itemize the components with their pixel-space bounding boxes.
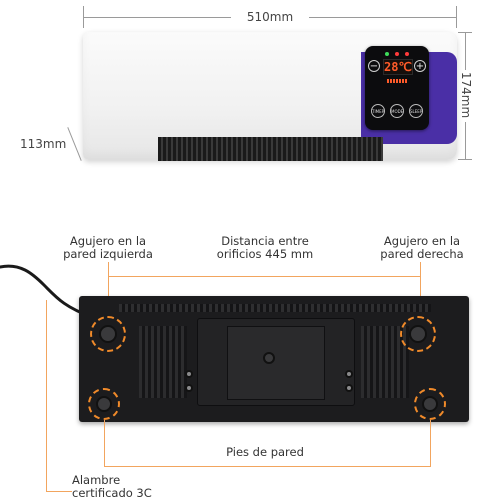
- depth-label: 113mm: [20, 137, 67, 151]
- screw-3: [345, 370, 353, 378]
- wire-label: Alambre certificado 3C: [72, 474, 172, 500]
- screw-1: [185, 370, 193, 378]
- distance-tick-left: [108, 270, 109, 284]
- screw-2: [185, 384, 193, 392]
- air-outlet-grille: [158, 137, 383, 161]
- left-hole-label: Agujero en la pared izquierda: [58, 235, 158, 261]
- control-panel: − 28℃ + TIMER MODE SLEEP: [365, 46, 429, 130]
- wire-label-line2: certificado 3C: [72, 486, 152, 500]
- minus-button[interactable]: −: [368, 60, 380, 72]
- center-plate: [227, 326, 325, 400]
- depth-dimension: 113mm: [20, 124, 92, 164]
- right-hole-label-line2: pared derecha: [380, 247, 464, 261]
- right-hole-label: Agujero en la pared derecha: [372, 235, 472, 261]
- power-cord: [0, 264, 94, 319]
- left-wall-hole: [99, 325, 117, 343]
- top-vent-strip: [119, 304, 431, 312]
- left-wall-foot: [96, 396, 112, 412]
- wall-feet-label: Pies de pared: [226, 445, 304, 459]
- height-label: 174mm: [459, 71, 473, 119]
- right-wall-foot: [422, 396, 438, 412]
- heater-back: [79, 296, 469, 422]
- left-vent-grid: [139, 326, 187, 398]
- screw-4: [345, 384, 353, 392]
- left-foot-leader: [104, 420, 105, 466]
- sleep-button[interactable]: SLEEP: [409, 104, 423, 118]
- wire-label-line1: Alambre: [72, 473, 121, 487]
- status-led-red-2: [405, 52, 409, 56]
- right-wall-hole: [409, 325, 427, 343]
- wire-leader-horizontal: [46, 491, 72, 492]
- status-led-green: [385, 52, 389, 56]
- width-line-left: [83, 17, 231, 18]
- width-dimension: 510mm: [83, 4, 457, 30]
- level-indicator: [387, 79, 407, 83]
- right-hole-label-line1: Agujero en la: [383, 234, 461, 248]
- depth-line: [67, 127, 82, 161]
- width-line-right: [309, 17, 457, 18]
- height-line-bottom: [465, 122, 466, 160]
- left-hole-label-line1: Agujero en la: [69, 234, 147, 248]
- status-led-red-1: [395, 52, 399, 56]
- wire-leader-vertical: [46, 300, 47, 492]
- right-wall-hole-highlight: [400, 316, 436, 352]
- wall-feet-line: [104, 466, 431, 467]
- left-hole-leader: [108, 262, 109, 324]
- hole-distance-label-line2: orificios 445 mm: [216, 247, 314, 261]
- left-hole-label-line2: pared izquierda: [63, 247, 153, 261]
- center-screw: [263, 352, 275, 364]
- right-foot-leader: [430, 420, 431, 466]
- mode-button[interactable]: MODE: [390, 104, 404, 118]
- distance-line: [108, 276, 420, 277]
- plus-button[interactable]: +: [414, 60, 426, 72]
- right-hole-leader: [420, 262, 421, 324]
- left-wall-hole-highlight: [90, 316, 126, 352]
- heater-front: − 28℃ + TIMER MODE SLEEP: [83, 32, 457, 161]
- right-wall-foot-highlight: [414, 388, 446, 420]
- left-wall-foot-highlight: [88, 388, 120, 420]
- height-line-top: [465, 32, 466, 70]
- hole-distance-label-line1: Distancia entre: [221, 234, 309, 248]
- temperature-display: 28℃: [383, 59, 413, 75]
- timer-button[interactable]: TIMER: [371, 104, 385, 118]
- height-dimension: 174mm: [456, 32, 496, 160]
- hole-distance-label: Distancia entre orificios 445 mm: [205, 235, 325, 261]
- width-label: 510mm: [246, 10, 294, 24]
